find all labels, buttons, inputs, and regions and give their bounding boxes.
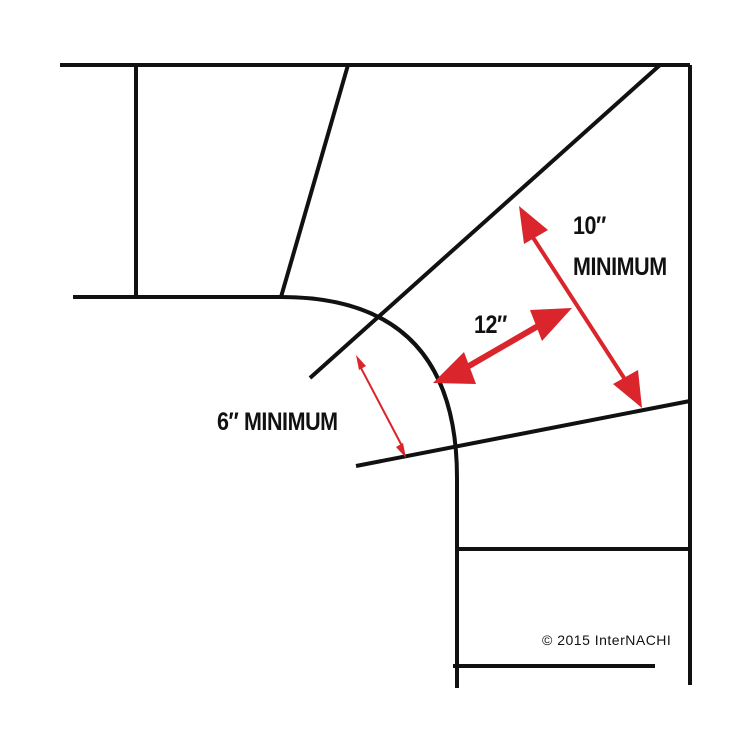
dimension-6-minimum-arrow [356, 355, 406, 458]
label-minimum-upper: MINIMUM [573, 253, 667, 281]
copyright-notice: © 2015 InterNACHI [542, 632, 672, 648]
label-10-inch: 10″ [573, 212, 606, 240]
label-12-inch: 12″ [474, 311, 507, 339]
label-6-inch-minimum: 6″ MINIMUM [217, 408, 338, 436]
winder-riser-line-2 [355, 399, 691, 468]
upper-riser-line-2 [279, 64, 350, 298]
handrail-curve [73, 295, 459, 688]
dimension-10-minimum-arrow [519, 206, 642, 408]
winder-riser-line-1 [308, 63, 662, 380]
dimension-12-arrow [433, 308, 572, 384]
